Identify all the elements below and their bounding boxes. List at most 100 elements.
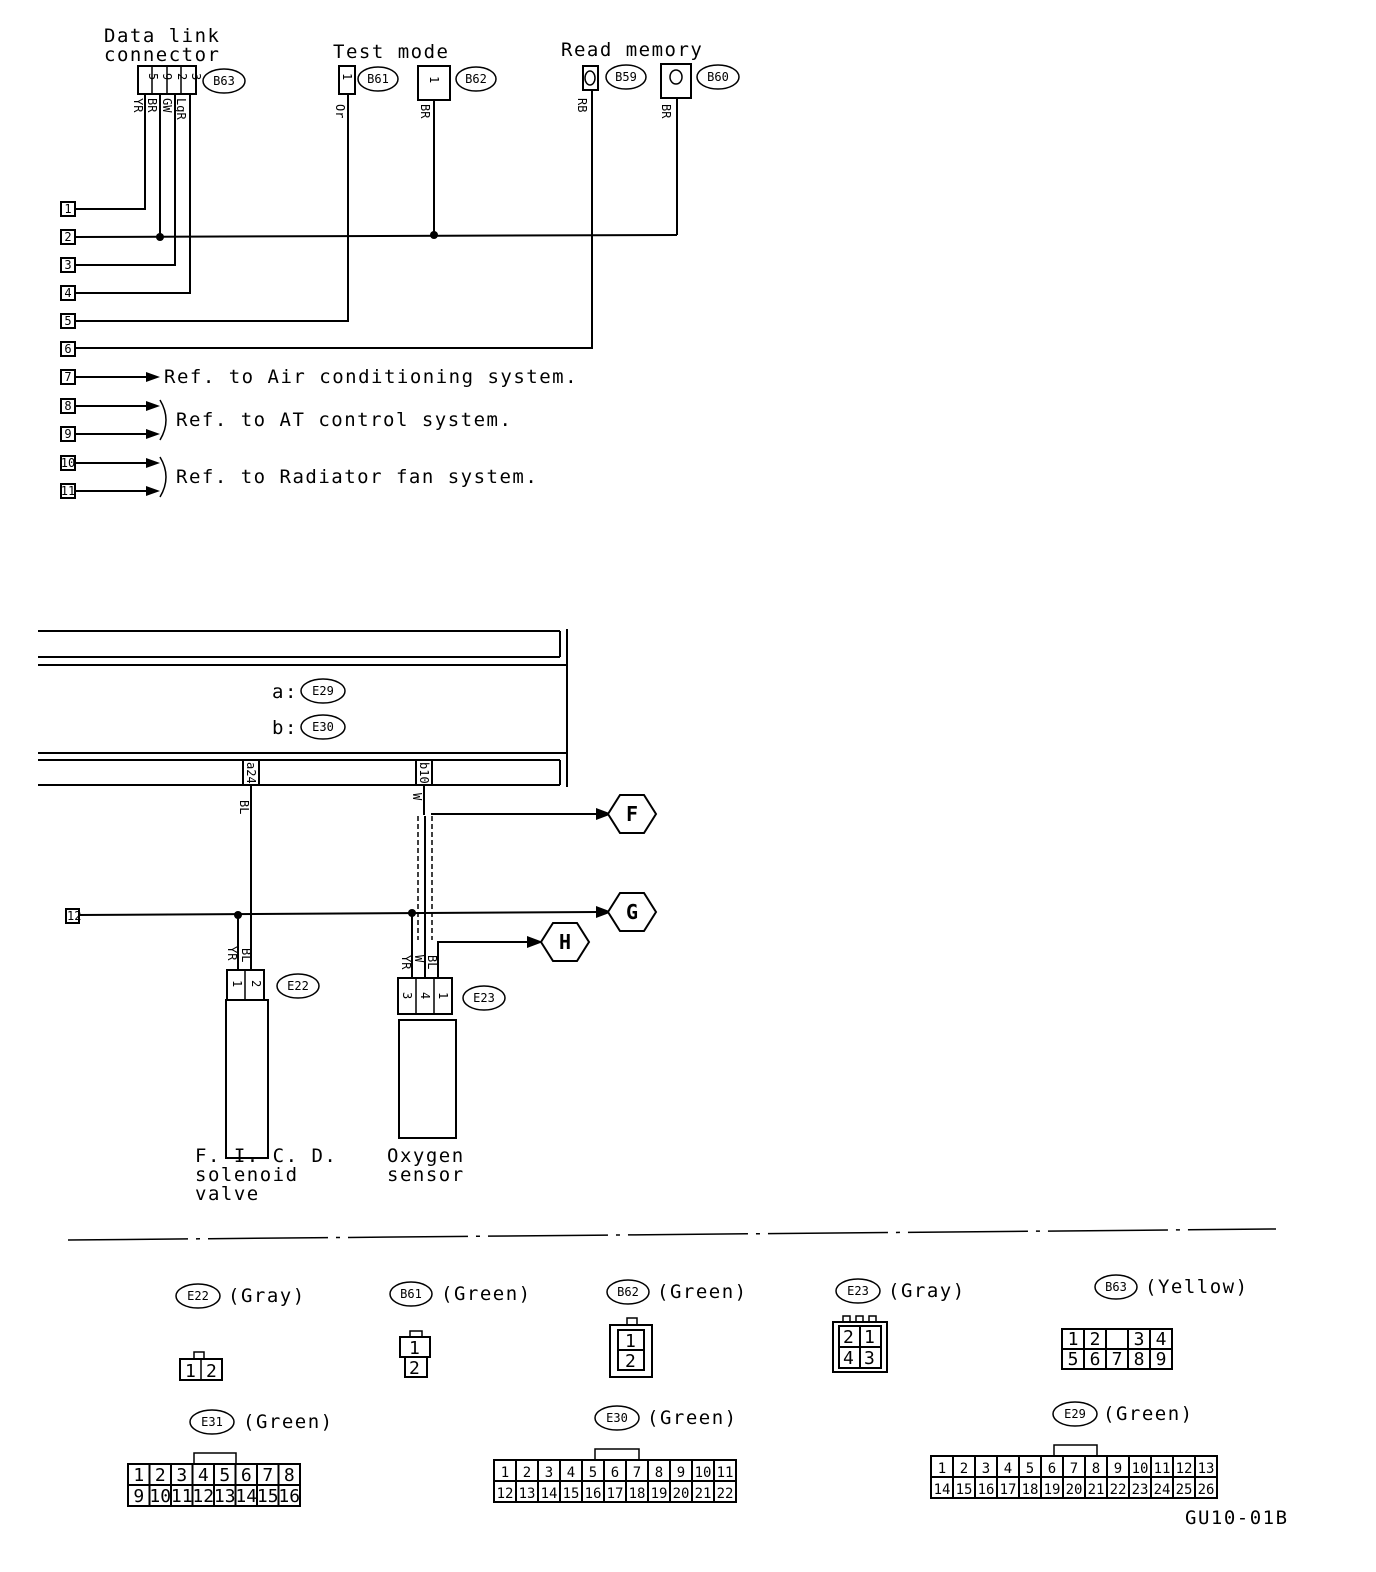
svg-text:5: 5 <box>64 314 71 328</box>
svg-text:E30: E30 <box>312 720 334 734</box>
e31-cell: 5 <box>213 1463 237 1486</box>
e29-cell: 23 <box>1128 1476 1152 1499</box>
e30-cell: 5 <box>581 1459 605 1482</box>
section-divider <box>67 1228 1277 1241</box>
e29-cell: 15 <box>952 1476 976 1499</box>
svg-text:(Yellow): (Yellow) <box>1145 1276 1249 1298</box>
b60-wire: BR <box>659 104 673 119</box>
e30-cell: 10 <box>691 1459 715 1482</box>
svg-text:3: 3 <box>864 1348 875 1369</box>
svg-text:8: 8 <box>64 399 71 413</box>
ecu-block <box>38 629 568 787</box>
svg-text:G: G <box>626 900 638 924</box>
ref-at-control: Ref. to AT control system. <box>176 409 512 431</box>
legend-b63: B63 (Yellow) <box>1094 1274 1249 1300</box>
svg-text:16: 16 <box>278 1486 300 1507</box>
e31-cell: 13 <box>213 1484 237 1507</box>
legend-e22: E22 (Gray) 1 2 <box>175 1283 306 1382</box>
dlc-pin-2: 2 <box>175 73 189 80</box>
e30-cell: 4 <box>559 1459 583 1482</box>
svg-text:18: 18 <box>629 1486 646 1502</box>
e30-cell: 21 <box>691 1480 715 1503</box>
terminal-12: 12 <box>65 908 81 924</box>
b62-connector: 1 <box>417 65 451 101</box>
b63-cell: 2 <box>1083 1328 1107 1350</box>
e29-cell: 8 <box>1084 1455 1108 1478</box>
signal-g: G <box>606 892 658 932</box>
svg-text:2: 2 <box>1090 1329 1101 1350</box>
svg-text:7: 7 <box>1070 1461 1078 1477</box>
svg-text:B62: B62 <box>465 72 487 86</box>
ecu-pin-a24: a24 <box>242 759 260 786</box>
dlc-wire-gw: GW <box>160 98 174 113</box>
dlc-pin-1: 9 <box>160 73 174 80</box>
b61-connector: 1 <box>338 65 356 95</box>
svg-text:5: 5 <box>219 1465 230 1486</box>
e29-cell: 10 <box>1128 1455 1152 1478</box>
svg-text:8: 8 <box>655 1465 663 1481</box>
e29-cell: 1 <box>930 1455 954 1478</box>
svg-text:20: 20 <box>1066 1482 1083 1498</box>
svg-text:E23: E23 <box>473 991 495 1005</box>
fico-body <box>225 999 269 1159</box>
e29-cell: 18 <box>1018 1476 1042 1499</box>
wire-bl-left: BL <box>237 800 251 814</box>
svg-text:2: 2 <box>843 1327 854 1348</box>
e22-badge: E22 <box>276 973 320 999</box>
svg-text:E23: E23 <box>847 1284 869 1298</box>
middle-wiring <box>75 785 599 978</box>
b63-cell: 1 <box>1061 1328 1085 1350</box>
terminal-5: 5 <box>60 313 76 329</box>
svg-text:4: 4 <box>1004 1461 1012 1477</box>
svg-text:4: 4 <box>843 1348 854 1369</box>
e30-badge: E30 <box>300 714 346 740</box>
b60-badge: B60 <box>696 64 740 90</box>
svg-text:9: 9 <box>64 427 71 441</box>
o2-wire-bl: BL <box>425 955 439 969</box>
e30-cell: 3 <box>537 1459 561 1482</box>
svg-text:1: 1 <box>864 1327 875 1348</box>
legend-e31: E31 (Green) <box>189 1409 332 1465</box>
dlc-title-1: Data link <box>104 25 220 47</box>
fico-label-1: F. I. C. D. <box>195 1145 337 1167</box>
svg-text:E22: E22 <box>287 979 309 993</box>
svg-text:E29: E29 <box>312 684 334 698</box>
svg-text:7: 7 <box>262 1465 273 1486</box>
b63-cell: 7 <box>1105 1348 1129 1370</box>
oxygen-label-2: sensor <box>387 1164 465 1186</box>
terminal-8: 8 <box>60 398 76 414</box>
svg-text:14: 14 <box>541 1486 558 1502</box>
e31-cell: 8 <box>277 1463 301 1486</box>
e29-cell: 17 <box>996 1476 1020 1499</box>
svg-text:1: 1 <box>938 1461 946 1477</box>
o2-wire-w: W <box>412 955 426 963</box>
ecu-a-prefix: a: <box>272 681 298 703</box>
svg-text:1: 1 <box>1068 1329 1079 1350</box>
e30-cell: 12 <box>493 1480 517 1503</box>
svg-text:15: 15 <box>257 1486 279 1507</box>
svg-text:1: 1 <box>230 980 244 987</box>
e29-cell: 25 <box>1172 1476 1196 1499</box>
b59-badge: B59 <box>605 64 647 90</box>
svg-text:2: 2 <box>249 980 263 987</box>
e30-cell: 17 <box>603 1480 627 1503</box>
e30-cell: 2 <box>515 1459 539 1482</box>
svg-text:2: 2 <box>960 1461 968 1477</box>
fico-wire-yr: YR <box>225 946 239 961</box>
svg-text:10: 10 <box>1132 1461 1149 1477</box>
b60-connector <box>660 63 692 99</box>
svg-text:B63: B63 <box>213 74 235 88</box>
ref-radiator-fan: Ref. to Radiator fan system. <box>176 466 538 488</box>
svg-text:(Gray): (Gray) <box>228 1285 306 1307</box>
e30-cell: 1 <box>493 1459 517 1482</box>
svg-text:3: 3 <box>64 258 71 272</box>
e30-cell: 8 <box>647 1459 671 1482</box>
svg-text:13: 13 <box>519 1486 536 1502</box>
e30-cell: 16 <box>581 1480 605 1503</box>
e29-badge: E29 <box>300 678 346 704</box>
svg-text:11: 11 <box>1154 1461 1171 1477</box>
svg-text:B63: B63 <box>1105 1280 1127 1294</box>
legend-e23: E23 (Gray) 2 1 4 3 <box>832 1278 964 1373</box>
e22-connector: 1 2 <box>226 969 265 1001</box>
